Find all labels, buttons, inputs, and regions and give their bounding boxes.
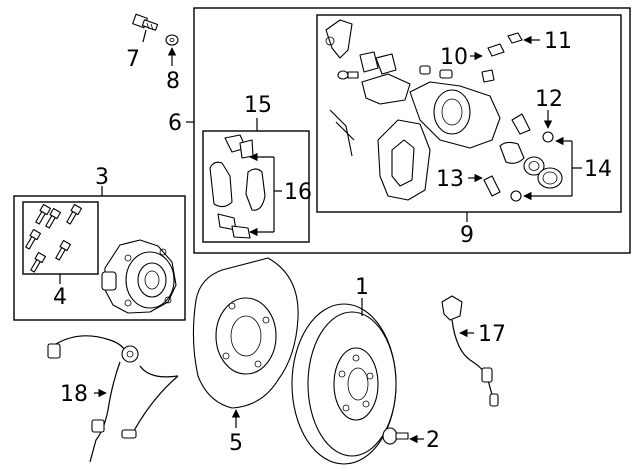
hub-bolts-part-4 [25,203,83,273]
callout-4: 4 [53,285,67,310]
hub-assembly-frame [13,195,186,321]
wheel-speed-sensor-part-18 [47,335,179,463]
wheel-speed-sensor-part-17 [441,295,499,407]
washer-part-8 [165,34,179,46]
callout-7: 7 [126,47,140,72]
callout-3: 3 [95,165,109,190]
callout-15: 15 [244,93,272,118]
hub-bearing-part-3 [101,239,177,314]
callout-5: 5 [229,431,243,456]
leader-7 [142,29,147,43]
callout-17: 17 [478,322,506,347]
callout-6: 6 [168,111,182,136]
screw-part-2 [382,427,409,445]
bolt-part-7 [132,13,159,31]
caliper-assembly-frame [193,7,631,254]
leader-14 [571,141,582,196]
callout-13: 13 [436,167,464,192]
caliper-subassembly-frame [316,14,622,213]
brake-pads-part-16 [209,134,266,239]
pad-kit-frame [202,130,310,243]
callout-16: 16 [284,180,312,205]
callout-12: 12 [535,87,563,112]
dust-shield-part-5 [192,257,299,409]
callout-9: 9 [460,223,474,248]
caliper-parts-part-9 [325,19,563,202]
callout-1: 1 [355,275,369,300]
callout-18: 18 [60,382,88,407]
callout-2: 2 [426,428,440,453]
callout-8: 8 [166,69,180,94]
brake-rotor-part-1 [291,303,397,465]
leader-16 [273,157,282,232]
callout-10: 10 [440,45,468,70]
callout-14: 14 [584,157,612,182]
callout-11: 11 [544,29,572,54]
